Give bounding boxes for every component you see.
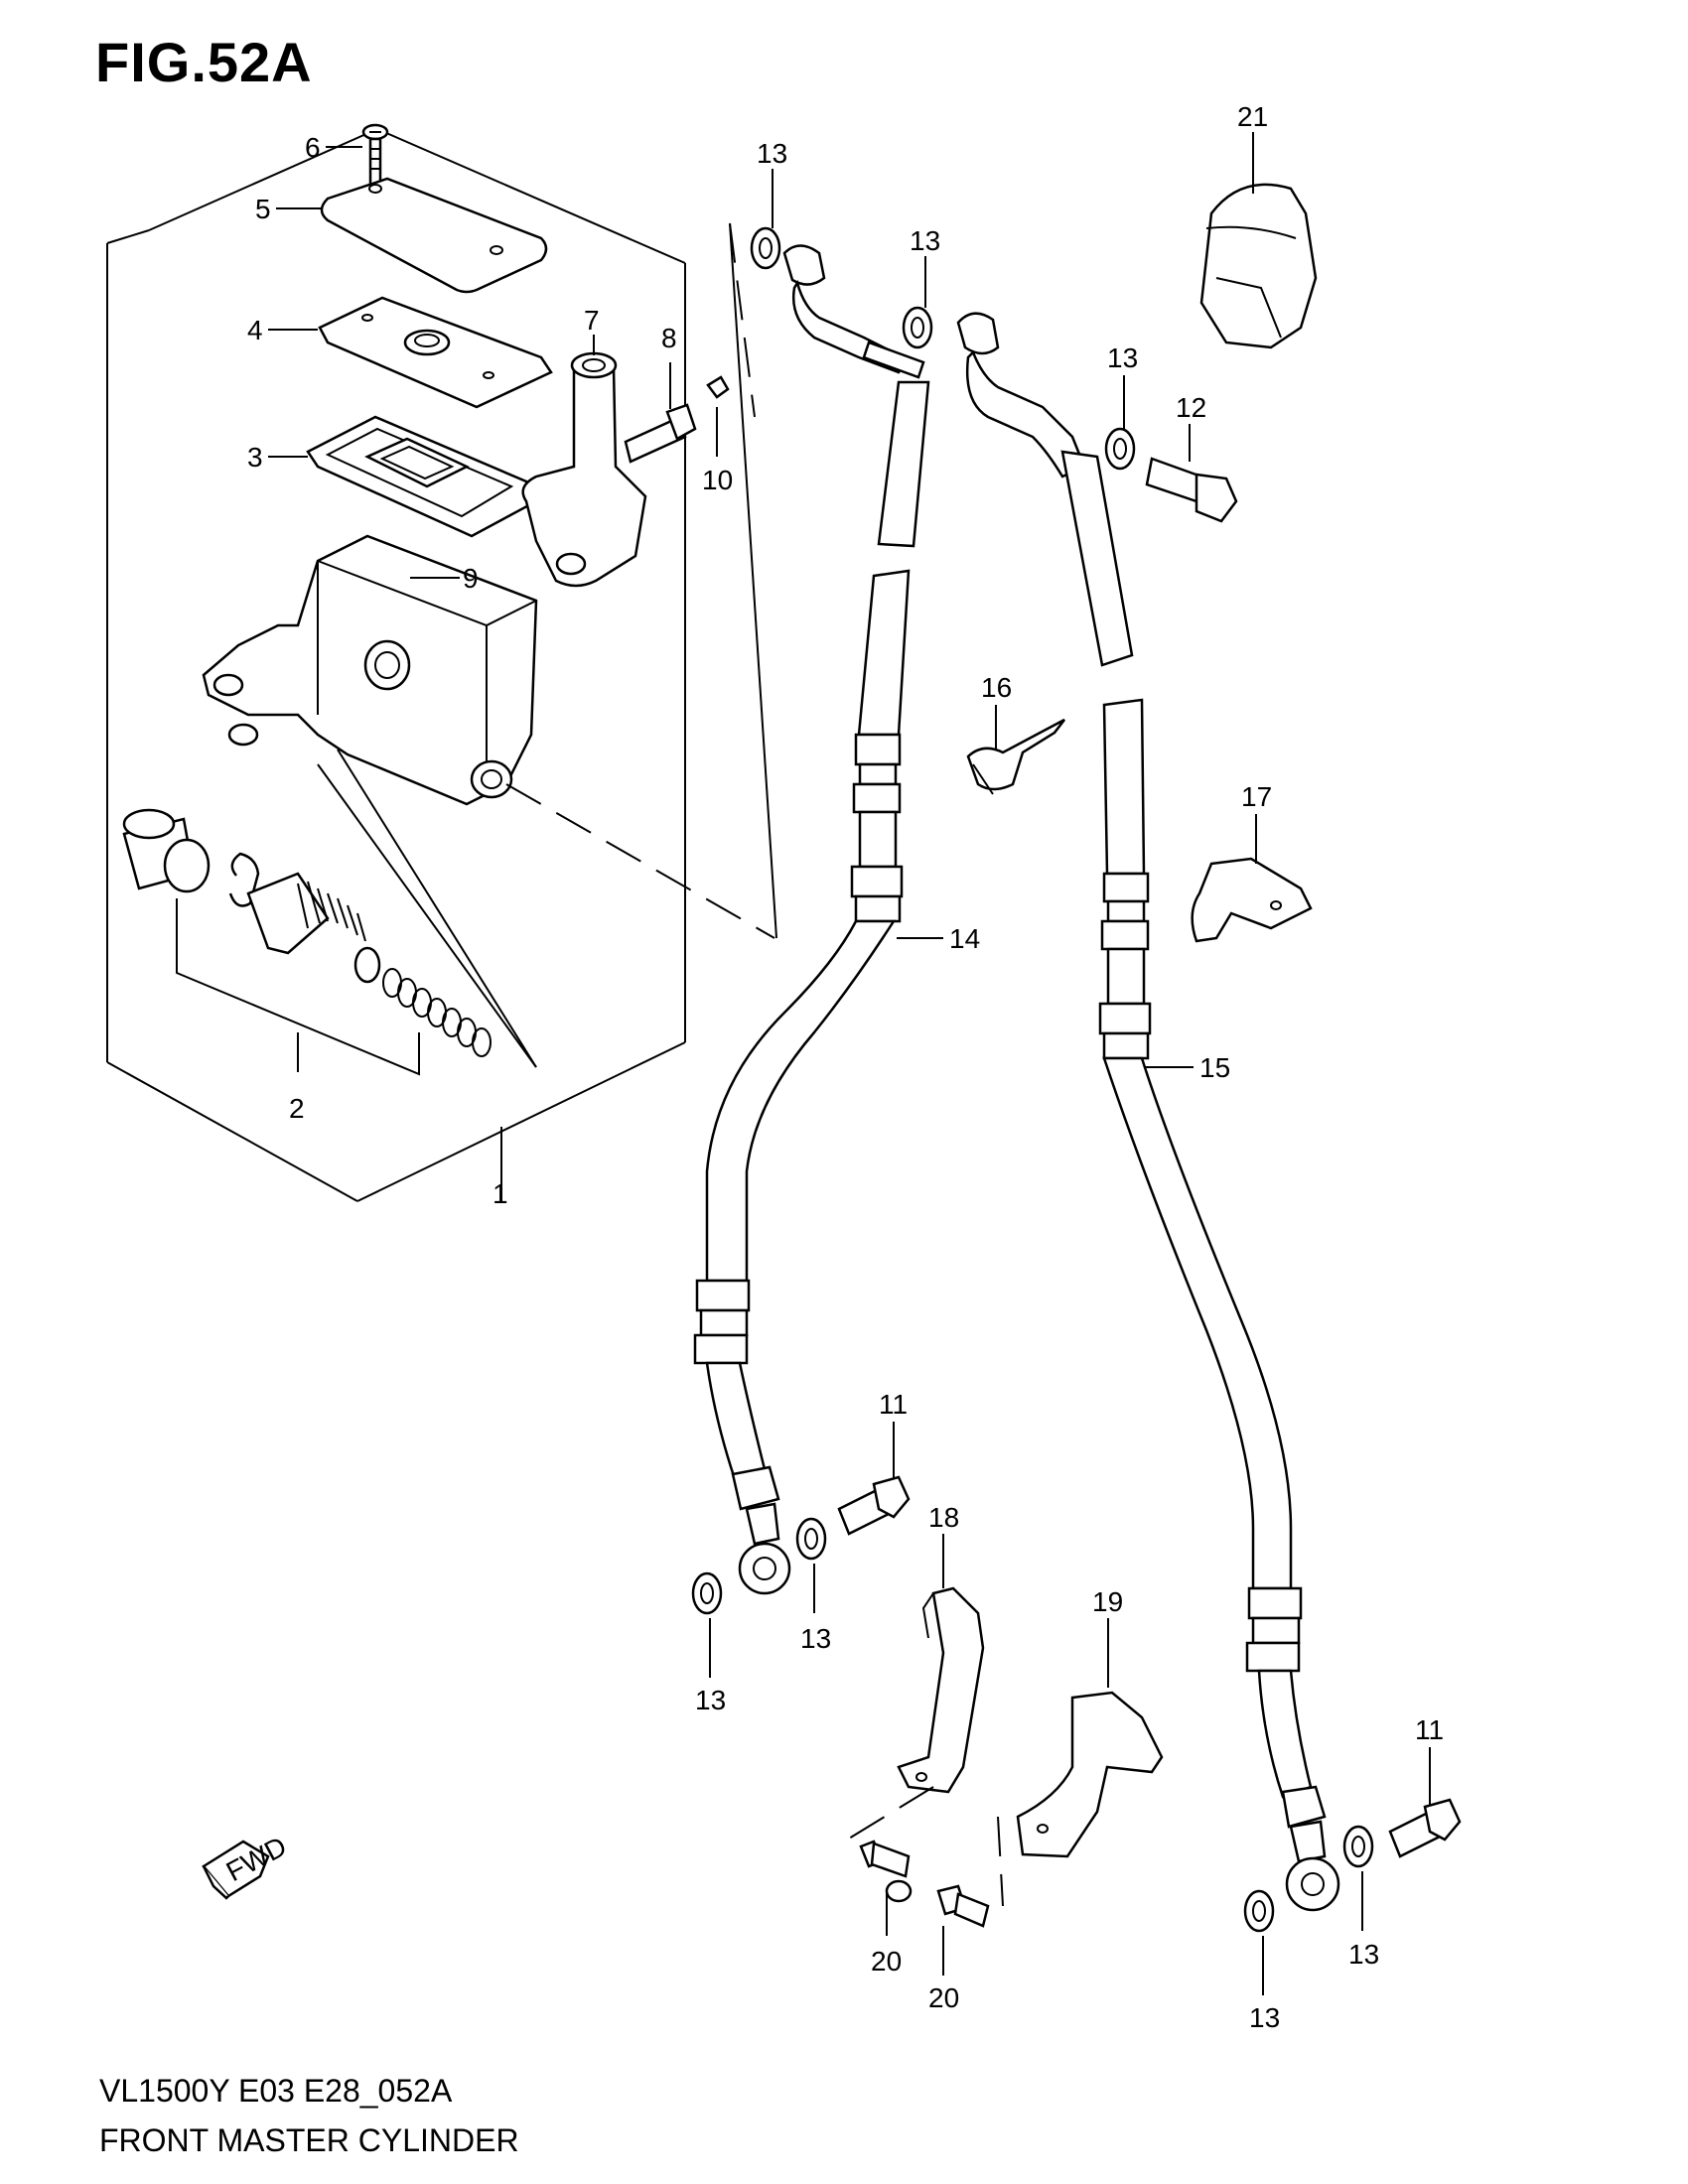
hose-cover-21 — [1199, 183, 1318, 349]
bracket-18 — [897, 1586, 985, 1794]
callout-17: 17 — [1241, 781, 1272, 812]
callout-15: 15 — [1199, 1052, 1230, 1083]
washer-13c — [1104, 427, 1136, 471]
clamp-16 — [966, 718, 1065, 795]
master-cylinder-body-1 — [202, 534, 538, 806]
union-bolt-12 — [1145, 457, 1238, 523]
washer-13g — [1243, 1889, 1275, 1933]
union-bolt-11a — [837, 1475, 911, 1536]
section-name: FRONT MASTER CYLINDER — [99, 2122, 519, 2158]
callout-9: 9 — [463, 563, 479, 594]
callout-12: 12 — [1176, 392, 1206, 423]
callout-leaders — [268, 132, 1431, 1995]
clamp-17 — [1191, 857, 1313, 943]
callout-13b: 13 — [910, 225, 940, 256]
union-bolt-11b — [1388, 1798, 1462, 1858]
washer-13a — [750, 226, 781, 270]
callout-11a: 11 — [879, 1389, 908, 1420]
callout-20a: 20 — [871, 1946, 902, 1977]
fwd-arrow-icon: FWD — [202, 1831, 292, 1900]
callout-19: 19 — [1092, 1586, 1123, 1617]
callout-4: 4 — [247, 315, 263, 345]
callout-7: 7 — [584, 305, 600, 336]
callout-13c: 13 — [1107, 342, 1138, 373]
callout-13d: 13 — [800, 1623, 831, 1654]
brake-hose-14 — [693, 244, 930, 1595]
cap-plate-4 — [318, 296, 553, 409]
callout-13e: 13 — [695, 1685, 726, 1715]
callouts: 6 5 4 3 7 8 10 9 2 1 13 13 13 12 21 16 1… — [247, 101, 1444, 2033]
callout-14: 14 — [949, 923, 980, 954]
callout-2: 2 — [289, 1093, 305, 1124]
bracket-19 — [1016, 1691, 1164, 1858]
callout-20b: 20 — [928, 1982, 959, 2013]
washer-13e — [691, 1571, 723, 1615]
callout-13a: 13 — [757, 138, 787, 169]
screw-6 — [361, 123, 389, 187]
callout-11b: 11 — [1415, 1714, 1444, 1745]
callout-5: 5 — [255, 194, 271, 224]
assembly-guide-lines — [317, 222, 777, 1068]
bolt-20b — [936, 1884, 990, 1928]
callout-6: 6 — [305, 132, 321, 163]
callout-1: 1 — [492, 1178, 508, 1209]
piston-kit-2 — [122, 808, 492, 1057]
callout-10: 10 — [702, 465, 733, 495]
callout-3: 3 — [247, 442, 263, 473]
callout-8: 8 — [661, 323, 677, 353]
lever-bracket-7 — [521, 351, 647, 588]
washer-13f — [1342, 1825, 1374, 1868]
diaphragm-3 — [306, 415, 538, 538]
washer-13b — [902, 306, 933, 349]
bolt-8 — [624, 403, 697, 464]
callout-18: 18 — [928, 1502, 959, 1533]
callout-13g: 13 — [1249, 2002, 1280, 2033]
bolt-20a — [859, 1840, 913, 1903]
callout-21: 21 — [1237, 101, 1268, 132]
figure-title: FIG.52A — [95, 31, 313, 93]
brake-hose-15 — [956, 312, 1340, 1912]
reservoir-cap-5 — [320, 177, 548, 294]
callout-16: 16 — [981, 672, 1012, 703]
washer-13d — [795, 1517, 827, 1561]
model-code: VL1500Y E03 E28_052A — [99, 2073, 453, 2109]
callout-13f: 13 — [1348, 1939, 1379, 1970]
bracket-guides — [843, 1786, 1004, 1907]
assembly-outline — [106, 128, 686, 1202]
clip-10 — [706, 375, 730, 399]
